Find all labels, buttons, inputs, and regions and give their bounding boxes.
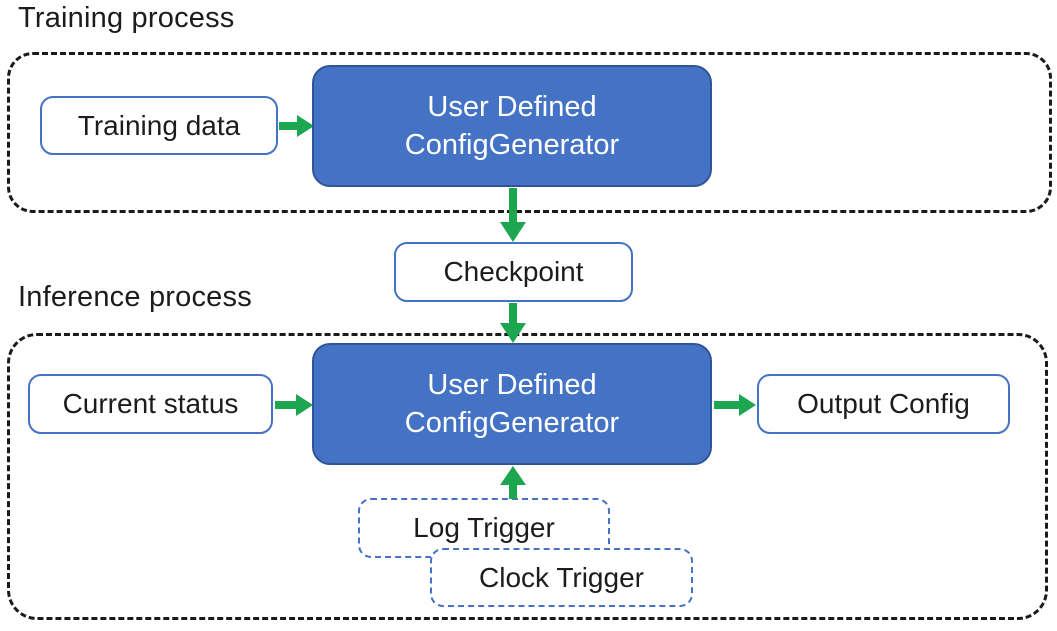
arrow-shaft (509, 303, 517, 324)
generator-line2: ConfigGenerator (404, 407, 620, 439)
training-data-node: Training data (40, 96, 278, 155)
arrow-shaft (714, 401, 741, 409)
arrow-shaft (275, 401, 298, 409)
arrow-head-down-icon (500, 323, 526, 343)
arrow-head-down-icon (500, 222, 526, 242)
arrow-shaft (509, 484, 517, 499)
arrow-head-right-icon (739, 394, 756, 416)
inference-process-container (7, 333, 1048, 620)
arrow-head-up-icon (500, 466, 526, 485)
inference-config-generator-node: User Defined ConfigGenerator (312, 343, 712, 465)
generator-line1: User Defined (427, 91, 597, 123)
inference-process-label: Inference process (18, 281, 252, 313)
arrow-shaft (509, 188, 517, 223)
output-config-node: Output Config (757, 374, 1010, 434)
training-process-label: Training process (18, 2, 235, 34)
arrow-head-right-icon (297, 115, 314, 137)
arrow-head-right-icon (296, 394, 313, 416)
checkpoint-node: Checkpoint (394, 242, 633, 302)
training-config-generator-node: User Defined ConfigGenerator (312, 65, 712, 187)
generator-line1: User Defined (427, 369, 597, 401)
arrow-shaft (279, 122, 299, 130)
clock-trigger-node: Clock Trigger (430, 548, 693, 607)
generator-line2: ConfigGenerator (404, 129, 620, 161)
training-process-container (7, 52, 1052, 213)
current-status-node: Current status (28, 374, 273, 434)
